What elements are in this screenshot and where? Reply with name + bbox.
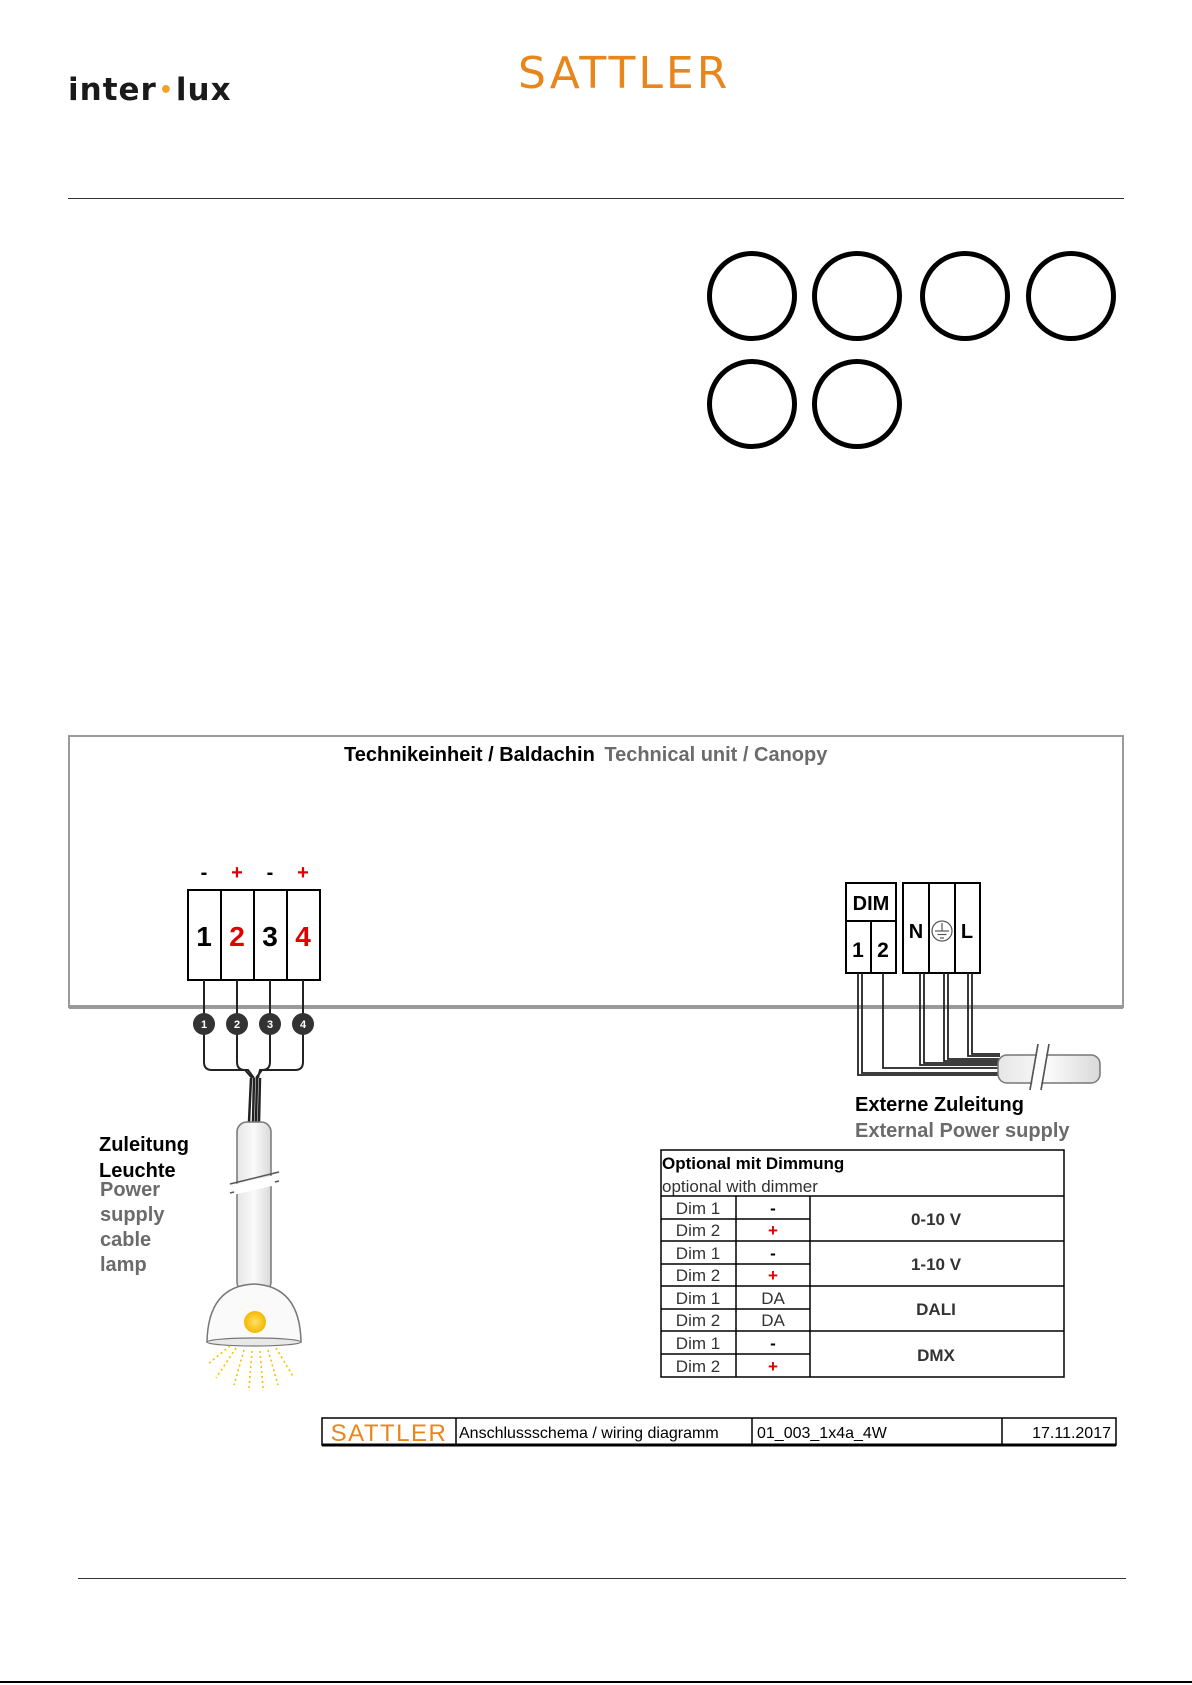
lamp-rays <box>207 1345 295 1389</box>
external-cable <box>997 1054 1101 1084</box>
wire-badge-2: 2 <box>234 1019 240 1031</box>
dim-row-8-value: + <box>768 1357 778 1376</box>
footer-rule <box>78 1578 1126 1579</box>
symbol-circle <box>812 251 902 341</box>
lamp-label-en-1: Power <box>100 1179 160 1201</box>
symbol-circle <box>812 359 902 449</box>
unit-title-de: Technikeinheit / Baldachin <box>344 744 595 766</box>
dim-row-7-value: - <box>770 1334 776 1353</box>
unit-title: Technikeinheit / Baldachin Technical uni… <box>344 744 828 766</box>
dim-row-1-value: - <box>770 1199 776 1218</box>
dim-row-3-value: - <box>770 1244 776 1263</box>
dimming-table-dim-col: Dim 1 Dim 2 Dim 1 Dim 2 Dim 1 Dim 2 Dim … <box>676 1199 720 1376</box>
dimming-table-header-en: optional with dimmer <box>662 1177 818 1196</box>
title-block-brand: SATTLER <box>331 1420 448 1447</box>
dim-row-4-value: + <box>768 1266 778 1285</box>
dim-group-dali: DALI <box>916 1300 956 1319</box>
terminal-number-4: 4 <box>295 921 311 952</box>
symbol-circle <box>920 251 1010 341</box>
symbol-circle <box>707 251 797 341</box>
dim-terminal <box>845 882 897 974</box>
terminal-number-1: 1 <box>196 921 212 952</box>
title-block-date: 17.11.2017 <box>1032 1425 1111 1442</box>
dim-row-6-dim: Dim 2 <box>676 1311 720 1330</box>
dimming-table-group-col: 0-10 V 1-10 V DALI DMX <box>911 1210 962 1365</box>
interlux-logo-pre: inter <box>68 72 157 108</box>
mains-n-label: N <box>909 921 923 943</box>
lamp-label-de-2: Leuchte <box>99 1160 176 1182</box>
wire-badges <box>193 1013 314 1035</box>
dim-label: DIM <box>853 893 890 915</box>
title-block-title: Anschlussschema / wiring diagramm <box>459 1425 719 1442</box>
dim-row-6-value: DA <box>761 1311 785 1330</box>
title-block-grid <box>321 1417 1117 1447</box>
wire-badge-1: 1 <box>201 1019 207 1031</box>
lamp-label-en-3: cable <box>100 1229 151 1251</box>
dim-row-1-dim: Dim 1 <box>676 1199 720 1218</box>
wire-badge-3: 3 <box>267 1019 273 1031</box>
dim-terminal-1: 1 <box>852 939 864 962</box>
interlux-logo-post: lux <box>175 72 232 108</box>
header-rule <box>68 198 1124 199</box>
interlux-logo-dot: • <box>158 78 174 103</box>
external-wires <box>857 973 1000 1076</box>
external-label-de: Externe Zuleitung <box>855 1094 1024 1116</box>
interlux-logo: inter•lux <box>68 72 232 108</box>
terminal-wires <box>203 980 304 1123</box>
mains-l-label: L <box>961 921 973 943</box>
dim-row-7-dim: Dim 1 <box>676 1334 720 1353</box>
dim-group-0-10v: 0-10 V <box>911 1210 962 1229</box>
dim-row-3-dim: Dim 1 <box>676 1244 720 1263</box>
dimming-table-header-de: Optional mit Dimmung <box>662 1154 844 1173</box>
sattler-logo: SATTLER <box>518 48 731 99</box>
external-label-en: External Power supply <box>855 1120 1070 1142</box>
dim-row-5-value: DA <box>761 1289 785 1308</box>
dim-row-2-dim: Dim 2 <box>676 1221 720 1240</box>
symbol-circle <box>1026 251 1116 341</box>
dim-terminal-2: 2 <box>877 939 889 962</box>
unit-title-en: Technical unit / Canopy <box>604 744 828 766</box>
lamp-bulb <box>244 1311 266 1333</box>
dimming-table-value-col: - + - + DA DA - + <box>761 1199 785 1376</box>
terminal-sign-4: + <box>297 862 309 884</box>
dim-row-4-dim: Dim 2 <box>676 1266 720 1285</box>
lamp-label-de-1: Zuleitung <box>99 1134 189 1156</box>
title-block-code: 01_003_1x4a_4W <box>757 1425 888 1442</box>
lamp-cable <box>236 1121 272 1293</box>
dim-group-dmx: DMX <box>917 1346 955 1365</box>
dim-row-2-value: + <box>768 1221 778 1240</box>
terminal-number-2: 2 <box>229 921 245 952</box>
wire-badge-4: 4 <box>300 1019 307 1031</box>
page-bottom-edge <box>0 1681 1192 1683</box>
lamp-label-en-2: supply <box>100 1204 165 1226</box>
terminal-sign-1: - <box>201 862 208 884</box>
dim-row-8-dim: Dim 2 <box>676 1357 720 1376</box>
lamp-label-en-4: lamp <box>100 1254 147 1276</box>
dim-row-5-dim: Dim 1 <box>676 1289 720 1308</box>
terminal-block <box>187 889 321 981</box>
terminal-sign-3: - <box>267 862 274 884</box>
terminal-number-3: 3 <box>262 921 278 952</box>
dimming-table-grid <box>660 1149 1065 1378</box>
terminal-sign-2: + <box>231 862 243 884</box>
dim-group-1-10v: 1-10 V <box>911 1255 962 1274</box>
symbol-circle <box>707 359 797 449</box>
earth-icon <box>931 920 953 942</box>
